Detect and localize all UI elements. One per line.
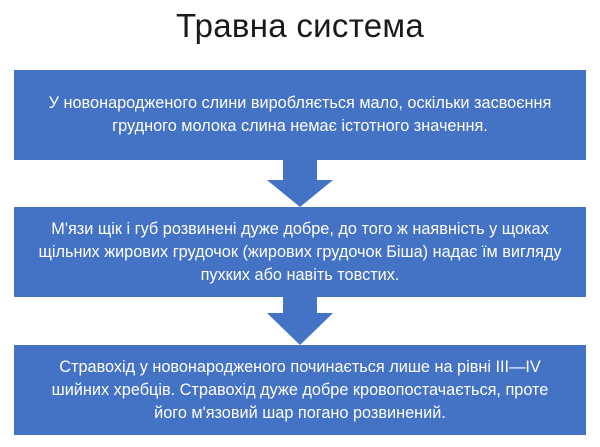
step-2-text: М'язи щік і губ розвинені дуже добре, до… [38,219,562,284]
down-arrow-icon [264,160,336,207]
flowchart-step-3: Стравохід у новонародженого починається … [14,345,586,435]
step-3-text: Стравохід у новонародженого починається … [51,357,549,422]
flowchart-step-1: У новонародженого слини виробляється мал… [14,70,586,160]
step-1-text: У новонародженого слини виробляється мал… [48,94,552,135]
flowchart-step-2: М'язи щік і губ розвинені дуже добре, до… [14,207,586,297]
down-arrow-icon [264,297,336,345]
slide-title: Травна система [175,7,425,44]
